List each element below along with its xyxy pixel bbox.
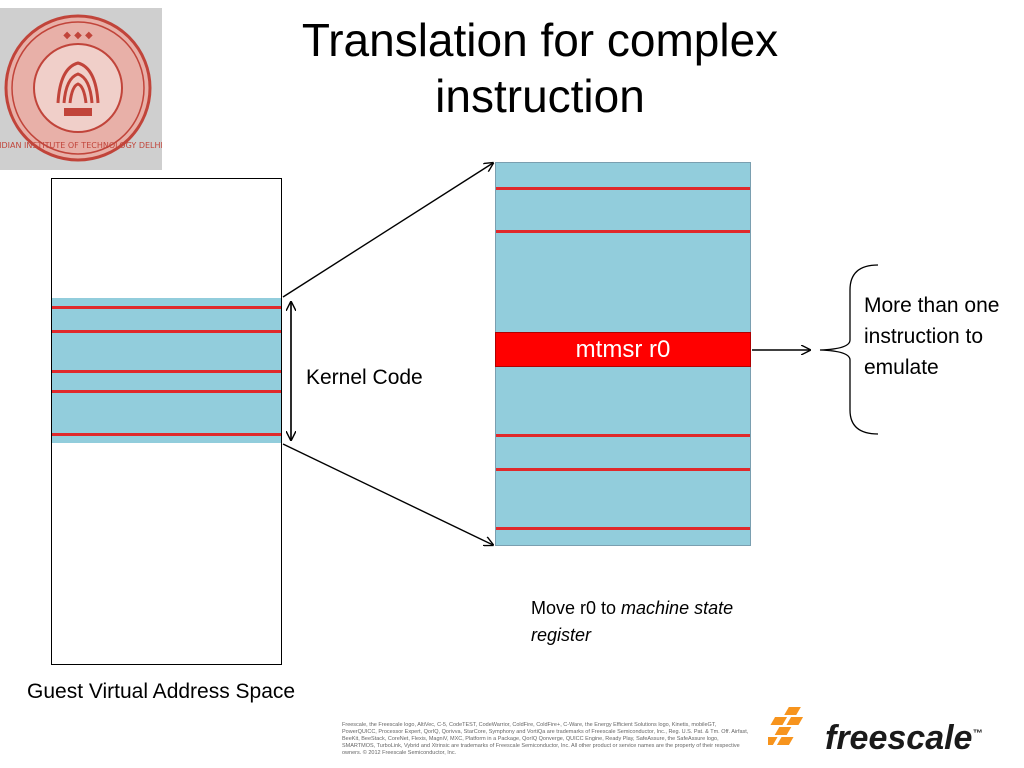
move-caption-prefix: Move r0 to [531, 598, 622, 618]
kernel-code-label: Kernel Code [306, 366, 423, 389]
move-caption-emphasis: machine state register [531, 598, 734, 645]
iit-delhi-seal-icon: ◆ ◆ ◆ INDIAN INSTITUTE OF TECHNOLOGY DEL… [0, 14, 163, 162]
instruction-line [496, 187, 750, 190]
iit-delhi-logo: ◆ ◆ ◆ INDIAN INSTITUTE OF TECHNOLOGY DEL… [0, 8, 163, 170]
move-r0-caption: Move r0 to machine state register [531, 595, 751, 649]
freescale-logo [760, 705, 1008, 755]
instruction-line [52, 433, 281, 436]
instruction-line [496, 527, 750, 530]
instruction-line [52, 370, 281, 373]
guest-address-space-label: Guest Virtual Address Space [27, 680, 296, 703]
kernel-code-region [52, 298, 281, 443]
instruction-line [496, 434, 750, 437]
freescale-mark-icon [760, 707, 804, 745]
mtmsr-instruction: mtmsr r0 [495, 332, 751, 367]
instruction-line [52, 306, 281, 309]
curly-brace-icon [819, 264, 879, 435]
slide-title: Translation for complex instruction [301, 14, 779, 122]
trademark-symbol: ™ [972, 728, 983, 740]
instruction-line [52, 390, 281, 393]
emulation-note: More than one instruction to emulate [864, 294, 1000, 379]
freescale-wordmark: freescale™ [825, 719, 982, 758]
zoom-arrow-bottom [282, 443, 493, 545]
brand-name: freescale [825, 719, 973, 757]
legal-notice: Freescale, the Freescale logo, AltiVec, … [342, 722, 749, 756]
zoom-arrow-top [282, 163, 493, 298]
instruction-line [496, 468, 750, 471]
instruction-line [496, 230, 750, 233]
svg-text:◆ ◆ ◆: ◆ ◆ ◆ [63, 30, 93, 41]
logo-inscription: INDIAN INSTITUTE OF TECHNOLOGY DELHI [0, 141, 162, 150]
instruction-line [52, 330, 281, 333]
